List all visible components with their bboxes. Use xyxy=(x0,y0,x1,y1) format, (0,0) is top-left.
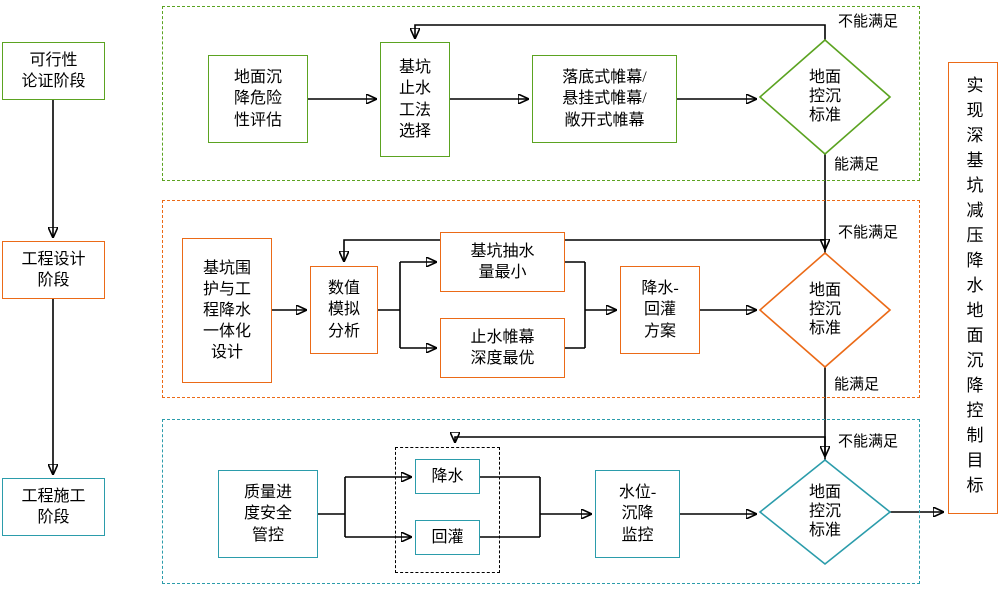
section-feasibility xyxy=(162,6,920,181)
node-optimal-curtain-depth: 止水帷幕 深度最优 xyxy=(440,318,565,378)
label-design-not-satisfied: 不能满足 xyxy=(838,225,899,241)
label-feasibility-not-satisfied: 不能满足 xyxy=(838,14,899,30)
decision-construction-label: 地面 控沉 标准 xyxy=(808,484,841,540)
phase-design-box: 工程设计 阶段 xyxy=(2,241,105,299)
decision-design-label: 地面 控沉 标准 xyxy=(808,282,841,338)
decision-diamond-construction xyxy=(758,458,892,566)
decision-diamond-feasibility xyxy=(758,38,892,156)
node-quality-control: 质量进 度安全 管控 xyxy=(218,470,318,558)
phase-construction-box: 工程施工 阶段 xyxy=(2,478,105,536)
label-design-satisfied: 能满足 xyxy=(834,377,880,393)
node-integrated-design: 基坑围 护与工 程降水 一体化 设计 xyxy=(182,238,272,383)
node-curtain-types: 落底式帷幕/ 悬挂式帷幕/ 敞开式帷幕 xyxy=(532,55,677,143)
node-numerical-simulation: 数值 模拟 分析 xyxy=(310,266,378,354)
decision-diamonds xyxy=(758,38,892,566)
dewater-recharge-group-box xyxy=(395,447,500,573)
node-dewater-recharge-plan: 降水- 回灌 方案 xyxy=(620,266,700,354)
node-recharge: 回灌 xyxy=(415,520,480,555)
phase-feasibility-box: 可行性 论证阶段 xyxy=(2,42,105,100)
section-design xyxy=(162,200,920,398)
label-construction-not-satisfied: 不能满足 xyxy=(838,434,899,450)
node-waterstop-method: 基坑 止水 工法 选择 xyxy=(380,42,450,157)
section-construction xyxy=(162,419,920,584)
goal-box: 实现深基坑减压降水地面沉降控制目标 xyxy=(948,62,998,514)
decision-diamond-design xyxy=(758,251,892,369)
node-min-pumping: 基坑抽水 量最小 xyxy=(440,232,565,292)
connector-lines xyxy=(53,24,943,537)
label-feasibility-satisfied: 能满足 xyxy=(834,157,880,173)
node-dewatering: 降水 xyxy=(415,459,480,494)
node-monitoring: 水位- 沉降 监控 xyxy=(595,470,680,558)
decision-feasibility-label: 地面 控沉 标准 xyxy=(808,69,841,125)
node-risk-assessment: 地面沉 降危险 性评估 xyxy=(208,55,308,143)
